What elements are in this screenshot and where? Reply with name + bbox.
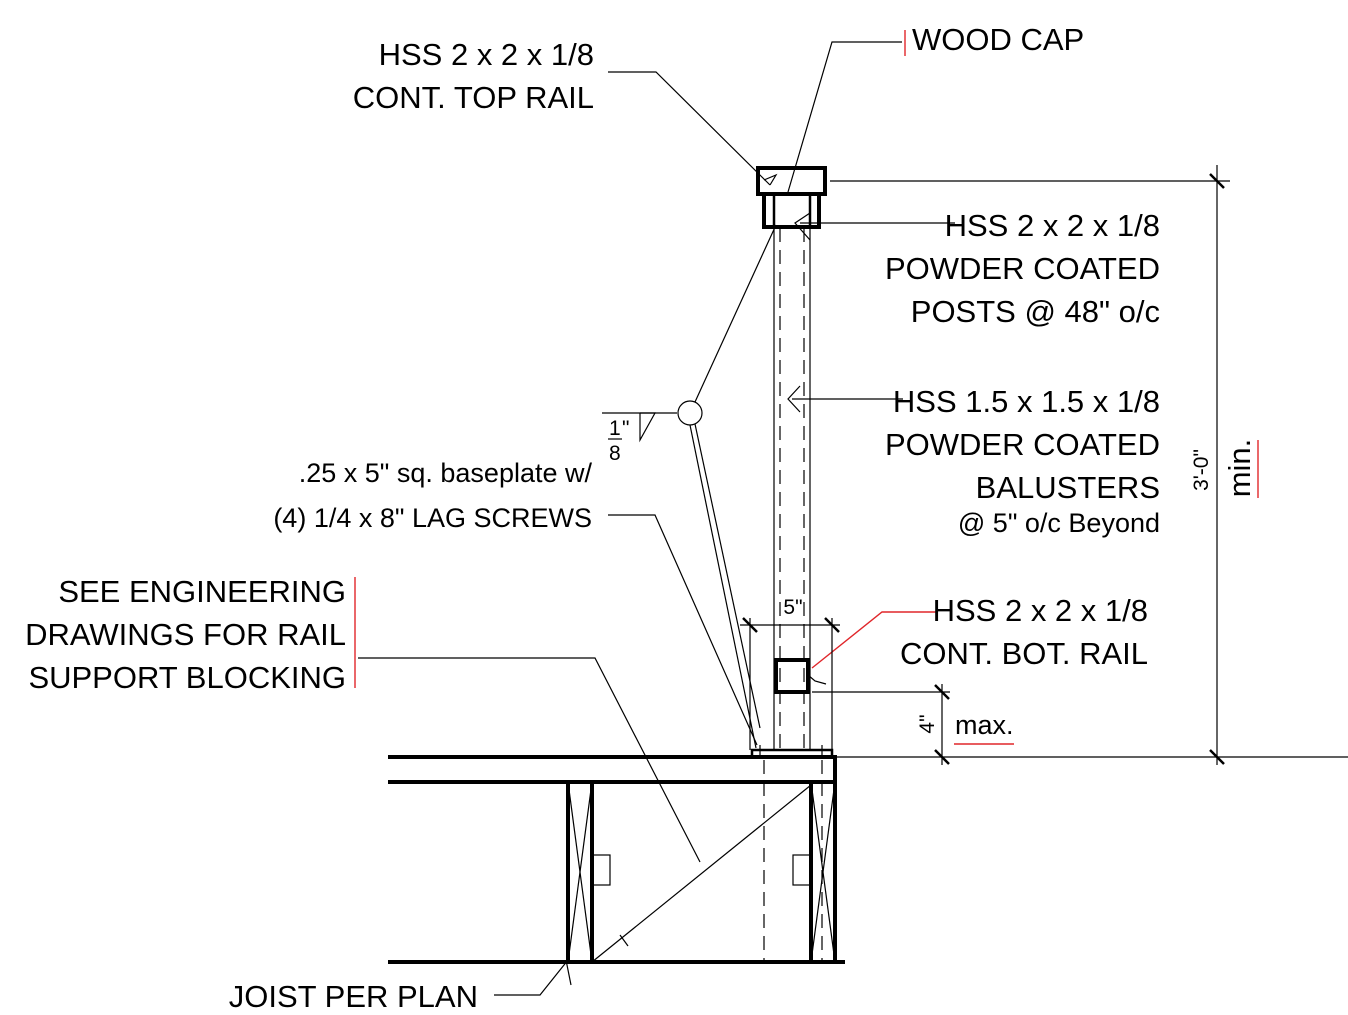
label-lag-screws: (4) 1/4 x 8" LAG SCREWS [273, 503, 592, 533]
annotations: WOOD CAP HSS 2 x 2 x 1/8 CONT. TOP RAIL … [25, 22, 1257, 1014]
railing-assembly [750, 166, 834, 759]
label-balusters-size: HSS 1.5 x 1.5 x 1/8 [893, 384, 1160, 419]
label-engineering-3: SUPPORT BLOCKING [28, 660, 346, 695]
label-top-rail: CONT. TOP RAIL [353, 80, 594, 115]
label-posts-size: HSS 2 x 2 x 1/8 [945, 208, 1160, 243]
label-engineering-1: SEE ENGINEERING [58, 574, 346, 609]
label-balusters-finish: POWDER COATED [885, 427, 1160, 462]
height-dimension-note: min. [1222, 439, 1257, 498]
label-baseplate: .25 x 5" sq. baseplate w/ [299, 458, 593, 488]
diagonal-brace [591, 784, 812, 963]
leaders [354, 30, 955, 996]
top-rail [762, 192, 821, 229]
bottom-rail [774, 658, 810, 694]
label-top-rail-size: HSS 2 x 2 x 1/8 [379, 37, 594, 72]
baseplate [750, 748, 834, 759]
label-bot-rail: CONT. BOT. RAIL [900, 636, 1148, 671]
label-balusters-spacing: @ 5" o/c Beyond [958, 508, 1160, 538]
gap-dimension-value: 4" [916, 714, 939, 733]
weld-size-unit: " [622, 417, 629, 440]
label-bot-rail-size: HSS 2 x 2 x 1/8 [933, 593, 1148, 628]
dimensions [740, 165, 1348, 765]
deck-framing [388, 755, 845, 964]
label-wood-cap: WOOD CAP [912, 22, 1084, 57]
weld-size-numerator: 1 [609, 417, 621, 440]
weld-all-around-circle [677, 400, 703, 426]
label-engineering-2: DRAWINGS FOR RAIL [25, 617, 346, 652]
label-balusters: BALUSTERS [976, 470, 1160, 505]
label-joist: JOIST PER PLAN [229, 979, 478, 1014]
label-posts-spacing: POSTS @ 48" o/c [911, 294, 1160, 329]
weld-size-denominator: 8 [609, 442, 621, 465]
width-dimension-value: 5" [783, 596, 802, 619]
label-posts-finish: POWDER COATED [885, 251, 1160, 286]
height-dimension-value: 3'-0" [1190, 449, 1213, 491]
gap-dimension-note: max. [955, 710, 1014, 740]
